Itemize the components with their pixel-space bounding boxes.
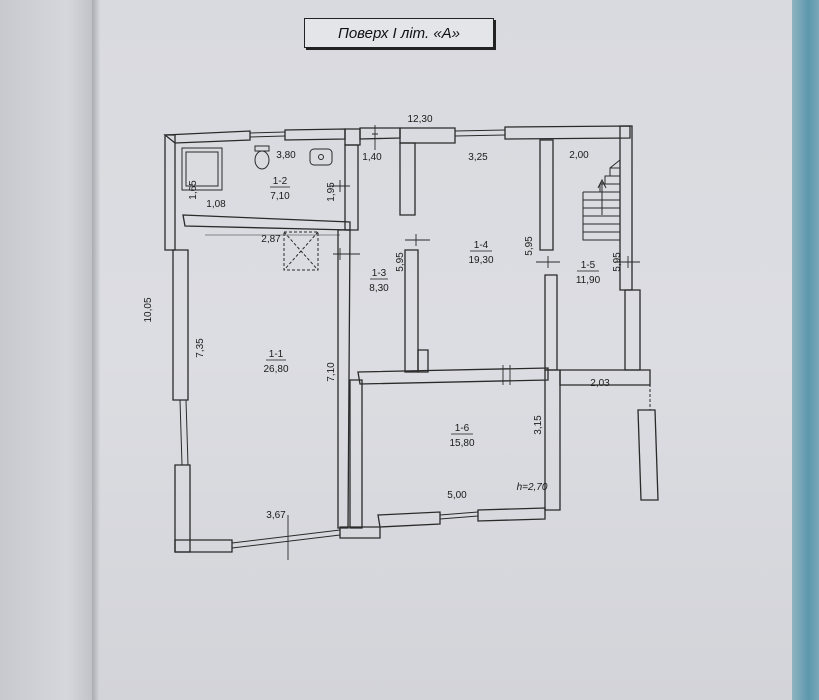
toilet-bowl (254, 150, 270, 170)
wall-top-1-4-left (399, 127, 456, 144)
wall-bottom-1-6-right (477, 507, 546, 522)
window-top-1-2 (249, 131, 286, 138)
tick-1-1 (333, 248, 360, 260)
dim-2-00: 2,00 (569, 150, 589, 161)
room-1-6-area: 15,80 (449, 438, 474, 449)
dim-1-08: 1,08 (206, 199, 226, 210)
wall-bottom-1-6 (377, 511, 441, 528)
wall-bottom-1-1 (339, 526, 381, 539)
book-binding (92, 0, 100, 700)
left-page (0, 0, 96, 700)
wall-1-4-right-lower (544, 274, 558, 371)
dim-5-95-1-3: 5,95 (395, 252, 406, 272)
dimension-ticks (205, 125, 640, 560)
dim-ceiling-height: h=2,70 (517, 482, 548, 493)
room-1-2-id: 1-2 (273, 176, 288, 187)
dimension-labels: 12,30 10,05 3,80 1,40 3,25 2,00 1,65 1,0… (143, 114, 623, 521)
window-bottom-1-1 (231, 529, 341, 549)
dim-overall-depth: 10,05 (143, 297, 154, 322)
wall-top-mid (284, 128, 346, 141)
fixtures (181, 145, 333, 271)
wall-1-3-right-upper (399, 142, 416, 216)
wall-1-1-right (337, 229, 351, 529)
toilet-tank (254, 145, 270, 152)
room-1-3-id: 1-3 (372, 268, 387, 279)
dim-1-65: 1,65 (188, 180, 199, 200)
dim-3-15: 3,15 (533, 415, 544, 435)
wall-right-mid (624, 289, 641, 371)
dim-5-95-1-5: 5,95 (612, 252, 623, 272)
sink (309, 148, 333, 166)
floor-title-text: Поверх I літ. «А» (337, 24, 461, 42)
shower-tray (181, 147, 223, 191)
room-1-4-area: 19,30 (468, 255, 493, 266)
room-1-3-area: 8,30 (369, 283, 389, 294)
wall-left-upper (164, 134, 176, 251)
room-1-1-id: 1-1 (269, 349, 284, 360)
floor-title: Поверх I літ. «А» (304, 18, 494, 48)
wall-left-lower (174, 464, 191, 553)
wall-1-1-1-2 (182, 214, 351, 231)
wall-1-2-right (344, 144, 359, 231)
wall-1-6-top (357, 367, 549, 385)
dim-3-67: 3,67 (266, 510, 286, 521)
tick-1-2 (330, 180, 350, 192)
wall-left-mid (172, 249, 189, 401)
inner-walls (182, 139, 558, 529)
window-left-1-1 (179, 399, 189, 466)
wall-right-porch (637, 409, 659, 501)
dim-3-25: 3,25 (468, 152, 488, 163)
room-1-5-area: 11,90 (576, 275, 601, 286)
room-1-2-area: 7,10 (270, 191, 290, 202)
dim-2-87: 2,87 (261, 234, 281, 245)
room-labels: 1-1 26,80 1-2 7,10 1-3 8,30 1-4 19,30 1-… (263, 176, 600, 449)
dim-overall-width: 12,30 (407, 114, 432, 125)
staircase (582, 159, 621, 241)
tick-1-6-top (502, 365, 511, 385)
attic-hatch-cross (283, 231, 319, 271)
tick-top-1-3 (372, 125, 378, 150)
stairs-arrow-head (597, 178, 607, 189)
wall-1-4-left-lower (417, 349, 429, 373)
dim-5-95-1-4: 5,95 (524, 236, 535, 256)
dim-1-40: 1,40 (362, 152, 382, 163)
wall-1-3-right-lower (404, 249, 419, 373)
dim-5-00: 5,00 (447, 490, 467, 501)
window-bottom-1-6 (439, 511, 479, 520)
sink-drain (318, 154, 324, 160)
wall-top-right (504, 125, 631, 140)
wall-bottom-left (174, 539, 233, 553)
book-cover-edge (792, 0, 819, 700)
wall-top-pier (344, 128, 361, 146)
outer-walls (163, 125, 659, 553)
window-top-1-4 (454, 129, 506, 137)
wall-1-6-left (349, 379, 363, 529)
tick-1-5 (615, 256, 640, 268)
room-1-4-id: 1-4 (474, 240, 489, 251)
room-1-1-area: 26,80 (263, 364, 288, 375)
wall-top-1-3 (359, 127, 401, 140)
dim-3-80: 3,80 (276, 150, 296, 161)
dim-2-03: 2,03 (590, 378, 610, 389)
windows (179, 129, 651, 549)
tick-1-4 (536, 256, 560, 268)
window-porch (634, 384, 651, 411)
shower-tray-inner (185, 151, 219, 187)
dim-1-95: 1,95 (326, 182, 337, 202)
wall-1-4-right-upper (539, 139, 554, 251)
right-page (100, 0, 792, 700)
room-1-5-id: 1-5 (581, 260, 596, 271)
attic-hatch (283, 231, 319, 271)
dim-7-35: 7,35 (195, 338, 206, 358)
room-1-6-id: 1-6 (455, 423, 470, 434)
wall-top-left (163, 130, 251, 144)
dim-7-10: 7,10 (326, 362, 337, 382)
tick-1-3 (405, 234, 430, 246)
